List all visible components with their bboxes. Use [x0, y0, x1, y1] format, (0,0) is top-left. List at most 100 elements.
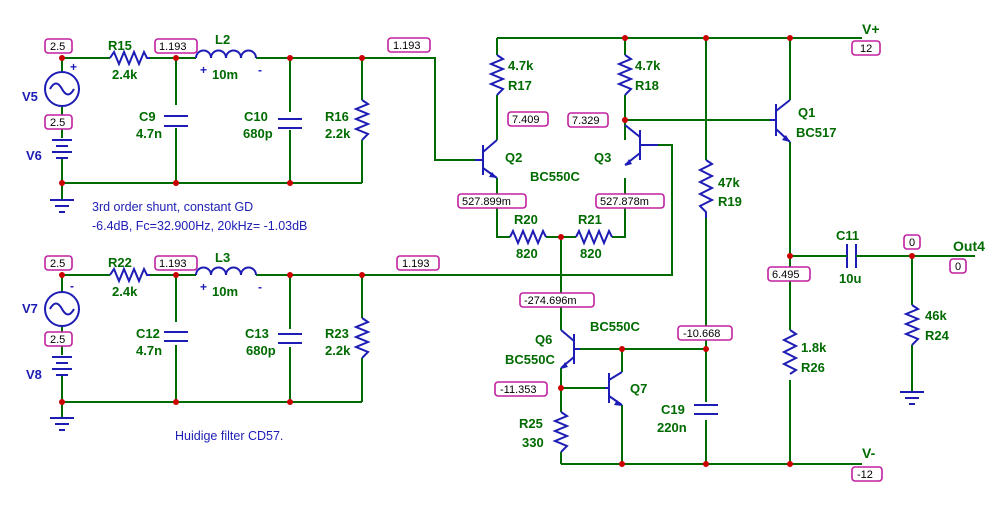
q1-transistor-symbol — [770, 99, 791, 143]
q3-name: Q3 — [594, 150, 611, 165]
r24-symbol — [903, 304, 921, 346]
r18-name: R18 — [635, 78, 659, 93]
r17-symbol — [488, 54, 506, 96]
r19-symbol — [697, 159, 715, 218]
q6-model: BC550C — [505, 352, 555, 367]
probe-output-node: 6.495 — [772, 269, 800, 281]
r17-value: 4.7k — [508, 58, 534, 73]
v7-source-symbol: - — [44, 279, 80, 327]
q2-name: Q2 — [505, 150, 522, 165]
v7-label: V7 — [22, 301, 38, 316]
r20-symbol — [509, 228, 547, 246]
c10-value: 680p — [243, 126, 273, 141]
r22-name: R22 — [108, 255, 132, 270]
r25-name: R25 — [519, 416, 543, 431]
q6-model-top: BC550C — [590, 319, 640, 334]
r24-name: R24 — [925, 328, 950, 343]
voltage-probes: 2.5 2.5 1.193 1.193 2.5 2.5 1.193 1.193 … — [44, 37, 967, 482]
c19-value: 220n — [657, 420, 687, 435]
ground-symbol-upper — [50, 199, 74, 213]
v5-source-symbol: + — [44, 60, 80, 107]
c10-symbol — [278, 118, 302, 129]
q1-model: BC517 — [796, 125, 836, 140]
r26-symbol — [781, 329, 799, 375]
c19-symbol — [694, 404, 718, 415]
l3-minus: - — [258, 280, 262, 294]
vminus-label: V- — [862, 445, 876, 461]
q6-transistor-symbol — [560, 329, 580, 369]
probe-q2-emitter: 527.899m — [462, 196, 511, 208]
filter-note-line2: -6.4dB, Fc=32.900Hz, 20kHz= -1.03dB — [92, 219, 307, 233]
r21-name: R21 — [578, 212, 602, 227]
r15-symbol — [109, 49, 150, 67]
probe-n1-top: 1.193 — [159, 41, 187, 53]
q2-transistor-symbol — [475, 139, 498, 179]
q7-name: Q7 — [630, 381, 647, 396]
svg-text:+: + — [70, 60, 77, 74]
r22-symbol — [109, 266, 150, 284]
probe-v7-top: 2.5 — [50, 258, 65, 270]
probe-vminus: -12 — [857, 469, 873, 481]
l3-symbol — [195, 266, 257, 276]
r26-name: R26 — [801, 360, 825, 375]
c12-value: 4.7n — [136, 343, 162, 358]
r19-name: R19 — [718, 194, 742, 209]
r19-value: 47k — [718, 175, 740, 190]
r16-name: R16 — [325, 109, 349, 124]
r26-value: 1.8k — [801, 340, 827, 355]
q1-name: Q1 — [798, 105, 815, 120]
out4-label: Out4 — [953, 238, 985, 254]
ground-symbol-lower — [50, 417, 74, 431]
r22-value: 2.4k — [112, 284, 138, 299]
r17-name: R17 — [508, 78, 532, 93]
c13-value: 680p — [246, 343, 276, 358]
q23-model: BC550C — [530, 169, 580, 184]
v5-label: V5 — [22, 89, 38, 104]
r16-symbol — [353, 99, 371, 141]
filter-note-line1: 3rd order shunt, constant GD — [92, 200, 253, 214]
probe-v7-bot: 2.5 — [50, 334, 65, 346]
probe-n2-right: 1.193 — [402, 258, 430, 270]
probe-vplus: 12 — [860, 43, 872, 55]
l3-name: L3 — [215, 250, 230, 265]
r23-symbol — [353, 317, 371, 359]
l2-value: 10m — [212, 67, 238, 82]
probe-q3-emitter: 527.878m — [600, 196, 649, 208]
r25-value: 330 — [522, 435, 544, 450]
probe-v5-bot: 2.5 — [50, 117, 65, 129]
v8-label: V8 — [26, 367, 42, 382]
r21-value: 820 — [580, 246, 602, 261]
q3-transistor-symbol — [624, 124, 658, 166]
ground-symbol-output — [900, 391, 924, 405]
c9-name: C9 — [139, 109, 156, 124]
probe-n1-right: 1.193 — [393, 40, 421, 52]
q6-name: Q6 — [535, 332, 552, 347]
v6-label: V6 — [26, 148, 42, 163]
q7-transistor-symbol — [605, 371, 623, 406]
vplus-label: V+ — [862, 21, 880, 37]
v6-battery-symbol — [52, 139, 72, 159]
l2-plus: + — [200, 63, 207, 77]
probe-q3-collector: 7.329 — [572, 115, 600, 127]
r15-name: R15 — [108, 38, 132, 53]
probe-n2-top: 1.193 — [159, 258, 187, 270]
c19-name: C19 — [661, 402, 685, 417]
l2-minus: - — [258, 63, 262, 77]
c9-value: 4.7n — [136, 126, 162, 141]
r23-value: 2.2k — [325, 343, 351, 358]
v8-battery-symbol — [52, 356, 72, 376]
c11-name: C11 — [836, 228, 859, 243]
l2-symbol — [195, 49, 257, 59]
c12-symbol — [164, 331, 188, 342]
r20-value: 820 — [516, 246, 538, 261]
l3-value: 10m — [212, 284, 238, 299]
c11-value: 10u — [839, 271, 861, 286]
r23-name: R23 — [325, 326, 349, 341]
r20-name: R20 — [514, 212, 538, 227]
l2-name: L2 — [215, 32, 230, 47]
svg-text:-: - — [70, 279, 74, 293]
c11-symbol — [840, 244, 862, 268]
r16-value: 2.2k — [325, 126, 351, 141]
c9-symbol — [164, 115, 188, 127]
